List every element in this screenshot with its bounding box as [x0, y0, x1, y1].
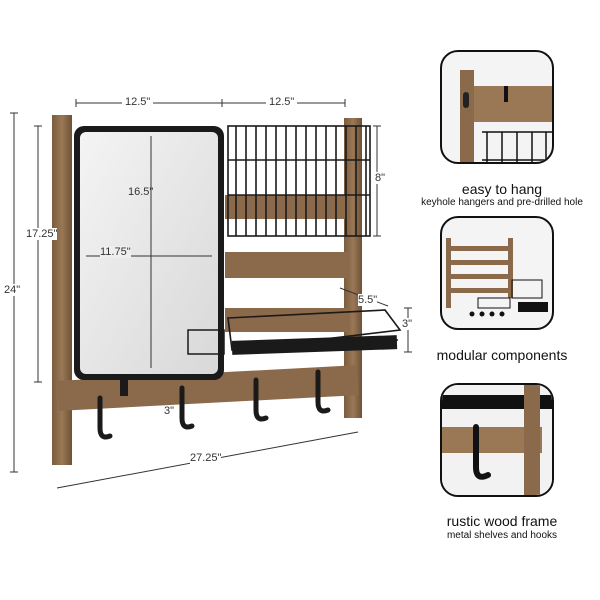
dim-overall-width: 27.25"	[190, 452, 222, 464]
dim-top-right: 12.5"	[266, 96, 298, 108]
dim-hook-spacing: 3"	[164, 405, 175, 417]
dim-mirror-height: 16.5"	[128, 186, 154, 198]
dim-shelf-height: 3"	[402, 318, 413, 330]
dim-basket-height: 8"	[375, 172, 386, 184]
feature-subtitle-rustic: metal shelves and hooks	[446, 530, 558, 541]
dim-top-left: 12.5"	[122, 96, 154, 108]
feature-title-modular: modular components	[436, 347, 568, 363]
dim-mirror-width: 11.75"	[100, 246, 131, 258]
feature-image-modular	[440, 216, 554, 330]
feature-title-rustic: rustic wood frame	[446, 513, 558, 529]
hooks	[97, 369, 331, 440]
lower-shelf-pan	[231, 335, 398, 355]
dim-overall-height: 24"	[4, 284, 21, 296]
hook-bar	[57, 365, 359, 411]
product-diagram	[10, 99, 412, 489]
slat	[225, 195, 350, 219]
feature-image-rustic	[440, 383, 554, 497]
upper-basket	[227, 125, 371, 237]
slat	[225, 308, 350, 332]
left-post	[52, 115, 72, 465]
dim-frame-height: 17.25"	[26, 228, 58, 240]
slat	[225, 252, 350, 278]
feature-subtitle-hang: keyhole hangers and pre-drilled hole	[421, 197, 583, 208]
small-basket	[187, 329, 225, 355]
mirror-glass	[80, 132, 218, 374]
feature-image-hang	[440, 50, 554, 164]
feature-title-hang: easy to hang	[461, 181, 543, 197]
dim-shelf-depth: 5.5"	[358, 294, 378, 306]
